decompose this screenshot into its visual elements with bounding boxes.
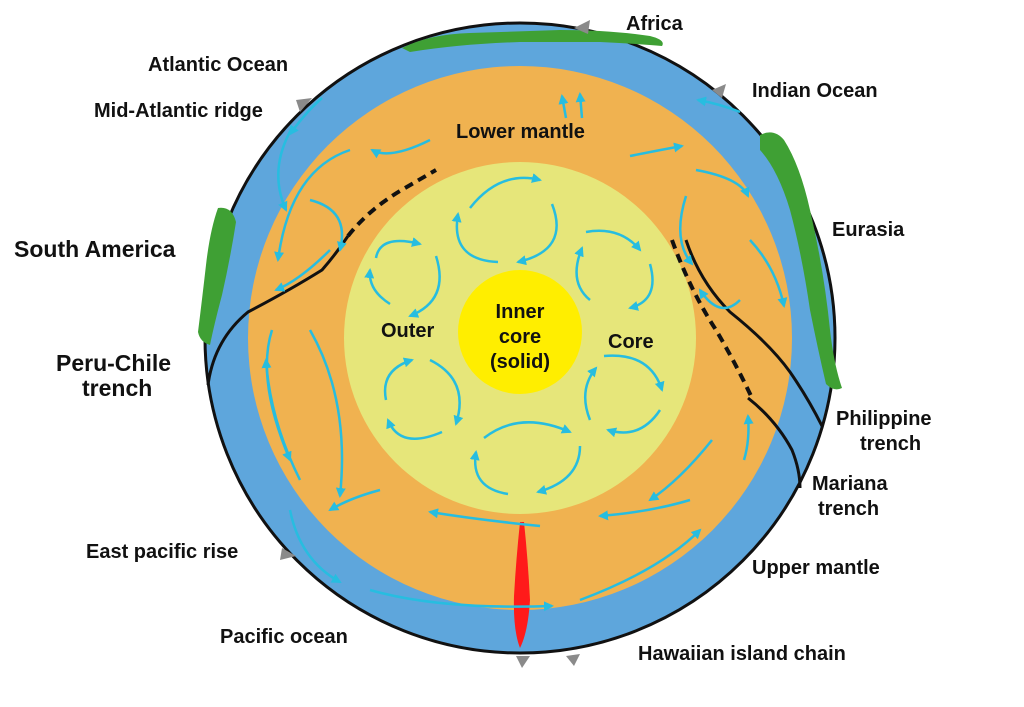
mantle-arrow <box>575 92 586 119</box>
south-america-continent <box>198 207 236 345</box>
mantle-convection-arrows <box>261 92 788 612</box>
label-south-america: South America <box>14 236 176 262</box>
ridge-marker-hawaii-1 <box>516 656 530 668</box>
label-core: Core <box>608 331 654 353</box>
mantle-arrow <box>369 588 554 612</box>
ridge-marker-africa <box>574 20 590 34</box>
hawaiian-hotspot-plume <box>513 522 530 648</box>
core-arrow <box>429 358 464 426</box>
mantle-arrow <box>274 249 331 292</box>
core-arrow <box>583 366 598 421</box>
label-mariana-trench-line1: Mariana <box>812 473 888 495</box>
mantle-arrow <box>749 239 788 308</box>
label-africa: Africa <box>626 13 684 35</box>
core-arrow <box>364 268 391 306</box>
africa-continent <box>402 30 663 52</box>
core-arrow <box>386 418 443 440</box>
label-pacific-ocean: Pacific ocean <box>220 626 348 648</box>
core-arrow <box>536 445 582 495</box>
core-arrow <box>383 357 414 401</box>
mariana-subduction-line <box>747 396 802 489</box>
mantle-arrow <box>288 509 342 584</box>
label-peru-chile-trench-line1: Peru-Chile <box>56 350 171 376</box>
ridge-marker-mid-atlantic <box>296 98 312 112</box>
mantle-arrow <box>698 288 741 310</box>
label-indian-ocean: Indian Ocean <box>752 80 878 102</box>
mantle-arrow <box>696 96 741 114</box>
mantle-arrow <box>558 94 569 119</box>
label-hawaiian-island-chain: Hawaiian island chain <box>638 643 846 665</box>
label-east-pacific-rise: East pacific rise <box>86 541 238 563</box>
core-arrow <box>483 421 572 439</box>
label-mid-atlantic-ridge: Mid-Atlantic ridge <box>94 100 263 122</box>
label-atlantic-ocean: Atlantic Ocean <box>148 54 288 76</box>
core-arrow <box>408 255 441 318</box>
core-arrow <box>603 354 665 392</box>
mantle-arrow <box>648 439 713 502</box>
mantle-arrow <box>370 138 431 159</box>
mantle-arrow <box>695 168 750 198</box>
mantle-arrow <box>598 498 691 521</box>
core-arrow <box>585 229 642 252</box>
philippine-subduction-line <box>684 239 824 427</box>
core-arrow <box>374 237 422 259</box>
label-peru-chile-trench-line2: trench <box>82 375 152 401</box>
mantle-arrow <box>428 508 541 528</box>
core-arrow <box>606 409 662 438</box>
label-lower-mantle: Lower mantle <box>456 121 585 143</box>
ridge-marker-hawaii-2 <box>566 654 580 666</box>
core-arrow <box>628 263 654 311</box>
label-outer-core: Outer <box>381 320 435 342</box>
label-eurasia: Eurasia <box>832 219 905 241</box>
core-arrow <box>451 212 499 264</box>
label-inner-core-line2: core <box>499 326 541 348</box>
inner-core <box>458 270 582 394</box>
philippine-slab-dashed <box>670 239 754 399</box>
ridge-marker-east-pacific <box>280 548 296 560</box>
label-inner-core-line3: (solid) <box>490 351 550 373</box>
peru-chile-slab-dashed <box>346 168 438 238</box>
core-convection-arrows <box>364 173 665 496</box>
mantle-arrow <box>309 198 347 252</box>
mantle-arrow <box>742 414 754 461</box>
mantle-arrow <box>277 127 294 212</box>
mantle-arrow <box>629 142 684 158</box>
core-arrow <box>516 203 558 266</box>
mantle-arrow <box>579 528 702 602</box>
label-mariana-trench-line2: trench <box>818 498 879 520</box>
label-philippine-trench-line2: trench <box>860 433 921 455</box>
mantle-arrow <box>274 148 351 262</box>
peru-chile-subduction-line <box>206 235 350 386</box>
eurasia-continent <box>760 132 842 390</box>
mantle-arrow <box>679 195 694 266</box>
core-arrow <box>574 246 591 301</box>
mantle-arrow <box>288 97 323 136</box>
label-upper-mantle: Upper mantle <box>752 557 880 579</box>
mantle-arrow <box>328 488 381 512</box>
ridge-marker-indian-ocean <box>712 84 726 98</box>
core-arrow <box>469 173 542 209</box>
label-philippine-trench-line1: Philippine <box>836 408 932 430</box>
mantle-arrow <box>308 329 346 498</box>
core-arrow <box>469 450 509 496</box>
label-inner-core-line1: Inner <box>496 301 545 323</box>
mantle-arrow <box>261 358 302 481</box>
